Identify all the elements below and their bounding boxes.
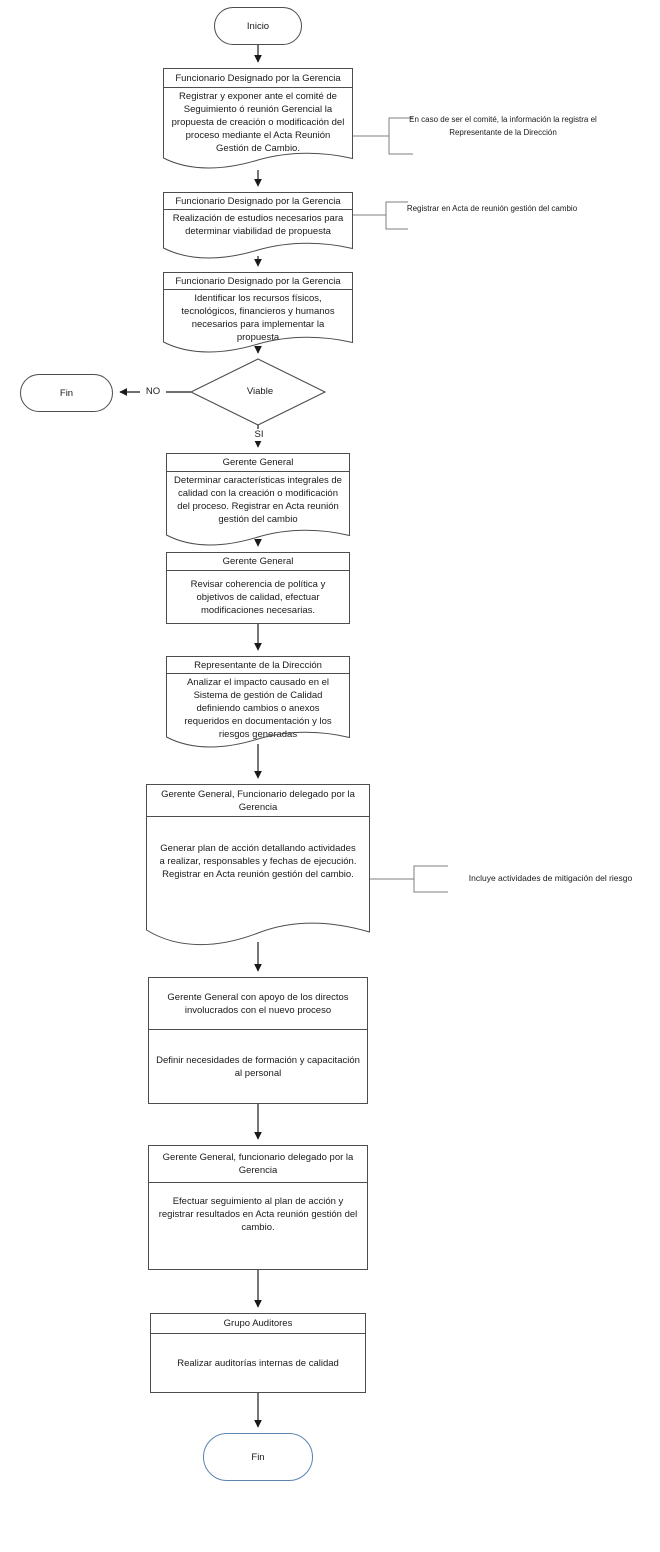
document-wave [163, 240, 353, 262]
document-wave [166, 729, 350, 751]
node-body: Realizar auditorías internas de calidad [177, 1357, 339, 1369]
node-body: Determinar características integrales de… [174, 475, 342, 525]
node-body: Generar plan de acción detallando activi… [159, 843, 357, 880]
document-wave [163, 150, 353, 172]
document-determinar-caracteristicas: Gerente General Determinar característic… [166, 453, 350, 527]
node-body: Efectuar seguimiento al plan de acción y… [158, 1196, 358, 1233]
branch-no-label: NO [140, 386, 166, 398]
decision-diamond-shape [189, 358, 327, 426]
document-identificar-recursos: Funcionario Designado por la Gerencia Id… [163, 272, 353, 334]
process-realizar-auditorias: Grupo Auditores Realizar auditorías inte… [150, 1313, 366, 1393]
node-header: Gerente General, funcionario delegado po… [149, 1146, 367, 1183]
node-header: Gerente General [167, 553, 349, 571]
process-efectuar-seguimiento: Gerente General, funcionario delegado po… [148, 1145, 368, 1270]
annotation-acta-reunion: Registrar en Acta de reunión gestión del… [406, 204, 578, 213]
document-wave [163, 334, 353, 356]
terminal-fin-no-label: Fin [59, 387, 74, 399]
node-header: Funcionario Designado por la Gerencia [164, 69, 352, 88]
node-header: Gerente General, Funcionario delegado po… [147, 785, 369, 817]
terminal-inicio-label: Inicio [246, 20, 270, 32]
node-body: Definir necesidades de formación y capac… [156, 1054, 360, 1079]
node-body: Revisar coherencia de política y objetiv… [190, 578, 326, 616]
document-analizar-impacto: Representante de la Dirección Analizar e… [166, 656, 350, 729]
node-body: Registrar y exponer ante el comité de Se… [171, 91, 345, 154]
document-wave [166, 527, 350, 549]
terminal-fin-end: Fin [203, 1433, 313, 1481]
node-body: Analizar el impacto causado en el Sistem… [184, 677, 332, 740]
node-header: Grupo Auditores [151, 1314, 365, 1334]
document-realizacion-estudios: Funcionario Designado por la Gerencia Re… [163, 192, 353, 240]
node-header: Gerente General [167, 454, 349, 472]
node-header: Funcionario Designado por la Gerencia [164, 273, 352, 290]
annotation-comite: En caso de ser el comité, la información… [409, 115, 597, 137]
document-registrar-exponer-propuesta: Funcionario Designado por la Gerencia Re… [163, 68, 353, 150]
node-header: Gerente General con apoyo de los directo… [149, 978, 367, 1030]
branch-si-label: SI [249, 429, 269, 441]
document-wave [146, 918, 370, 950]
node-header: Representante de la Dirección [167, 657, 349, 674]
terminal-fin-no: Fin [20, 374, 113, 412]
terminal-fin-end-label: Fin [251, 1451, 265, 1463]
node-body: Realización de estudios necesarios para … [172, 213, 344, 237]
annotation-mitigacion-riesgo: Incluye actividades de mitigación del ri… [468, 873, 633, 883]
decision-viable-label: Viable [246, 386, 274, 397]
document-generar-plan-accion: Gerente General, Funcionario delegado po… [146, 784, 370, 918]
process-definir-necesidades: Gerente General con apoyo de los directo… [148, 977, 368, 1104]
terminal-inicio: Inicio [214, 7, 302, 45]
annotation-connectors [353, 117, 448, 893]
process-revisar-coherencia: Gerente General Revisar coherencia de po… [166, 552, 350, 624]
node-body: Identificar los recursos físicos, tecnol… [181, 293, 335, 343]
node-header: Funcionario Designado por la Gerencia [164, 193, 352, 210]
